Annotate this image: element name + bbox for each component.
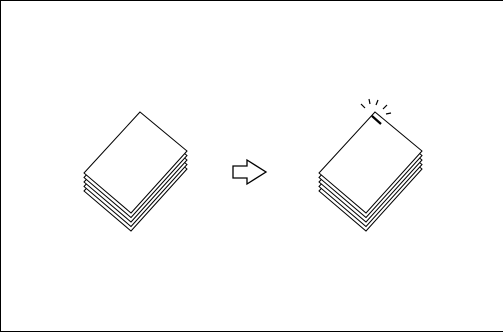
paper-stack-icon [84, 112, 187, 231]
spark-line [361, 104, 365, 108]
spark-line [386, 113, 391, 114]
outline-right-arrow-icon [233, 160, 266, 184]
stapled-paper-stack-icon [319, 99, 422, 231]
spark-line [383, 105, 387, 109]
spark-line [376, 100, 378, 105]
spark-line [369, 99, 370, 104]
